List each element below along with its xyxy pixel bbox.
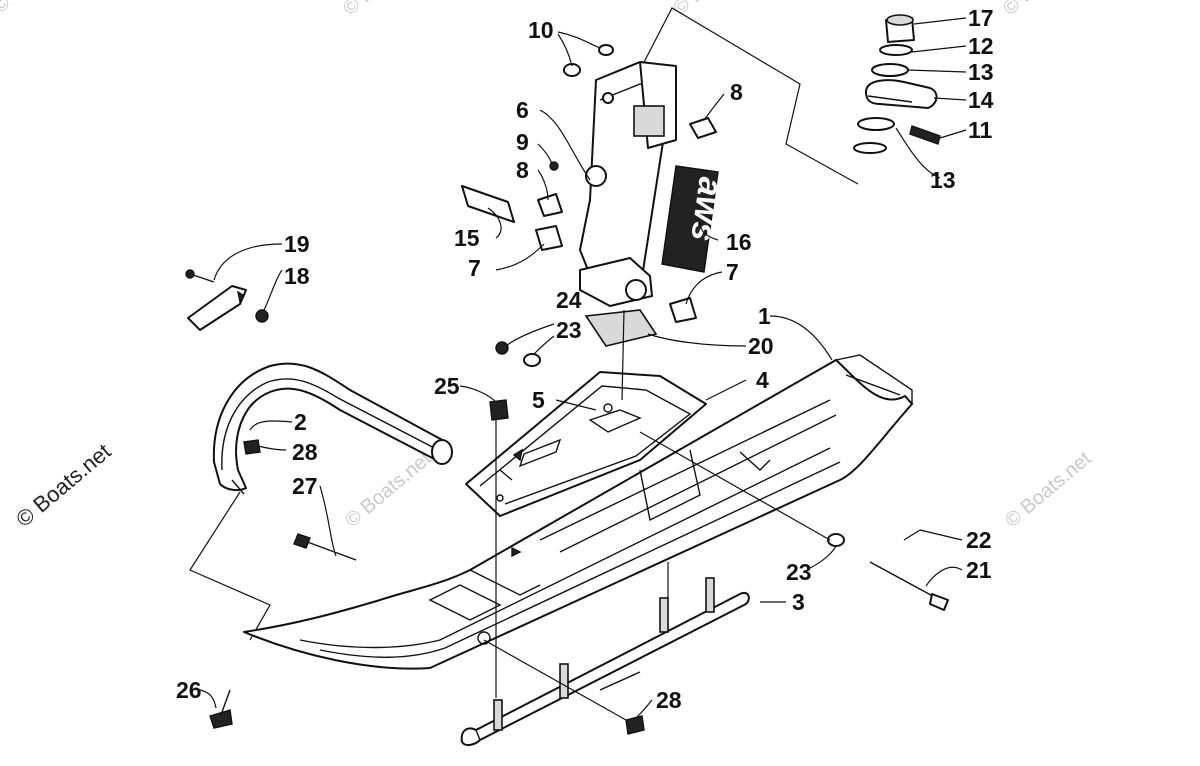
callout-9: 9 (516, 129, 529, 155)
watermark-side: © Boats.net (11, 439, 115, 532)
watermark-faint: © Boats.net (0, 0, 84, 18)
leader-lines (199, 17, 967, 721)
callout-3: 3 (792, 589, 805, 615)
callout-8a: 8 (730, 79, 743, 105)
callout-25: 25 (434, 373, 460, 399)
callout-11: 11 (968, 117, 993, 143)
callout-13b: 13 (930, 167, 956, 193)
callout-28a: 28 (292, 439, 318, 465)
callout-19: 19 (284, 231, 310, 257)
callout-6: 6 (516, 97, 529, 123)
callout-2: 2 (294, 409, 307, 435)
callout-10: 10 (528, 17, 554, 43)
callout-7b: 7 (726, 259, 739, 285)
callout-4: 4 (756, 367, 769, 393)
callout-23a: 23 (556, 317, 582, 343)
watermark-faint: © Boats.net (339, 0, 434, 20)
callout-21: 21 (966, 557, 992, 583)
aws-logo: aws (683, 175, 730, 244)
callout-28b: 28 (656, 687, 682, 713)
group-bracket-loop (189, 491, 271, 641)
hardware-small (185, 44, 949, 735)
callout-13a: 13 (968, 59, 994, 85)
callout-18: 18 (284, 263, 310, 289)
callout-7a: 7 (468, 255, 481, 281)
group-bracket-upper (639, 7, 859, 185)
watermark-faint: © Boats.net (999, 0, 1094, 20)
steering-arm-parts (853, 14, 941, 154)
callout-20: 20 (748, 333, 774, 359)
callout-16: 16 (726, 229, 752, 255)
callout-15: 15 (454, 225, 480, 251)
ski-saddle (465, 371, 707, 558)
callout-22: 22 (966, 527, 992, 553)
callout-14: 14 (968, 87, 994, 113)
callout-24: 24 (556, 287, 582, 313)
callout-26: 26 (176, 677, 202, 703)
callout-8b: 8 (516, 157, 529, 183)
ski-loop (212, 362, 453, 495)
ski-body (243, 354, 913, 670)
callout-5: 5 (532, 387, 545, 413)
wear-bar (460, 577, 750, 747)
spindle-assembly: aws (579, 61, 730, 307)
callout-labels: 1 2 3 4 5 6 7 7 8 8 9 10 11 12 13 13 14 … (176, 5, 994, 713)
watermark-faint: © Boats.net (1001, 447, 1096, 531)
callout-1: 1 (758, 303, 771, 329)
callout-17: 17 (968, 5, 994, 31)
callout-23b: 23 (786, 559, 812, 585)
watermark-faint: © Boats.net (669, 0, 764, 20)
callout-27: 27 (292, 473, 318, 499)
watermark-faint: © Boats.net (341, 447, 436, 531)
callout-12: 12 (968, 33, 994, 59)
